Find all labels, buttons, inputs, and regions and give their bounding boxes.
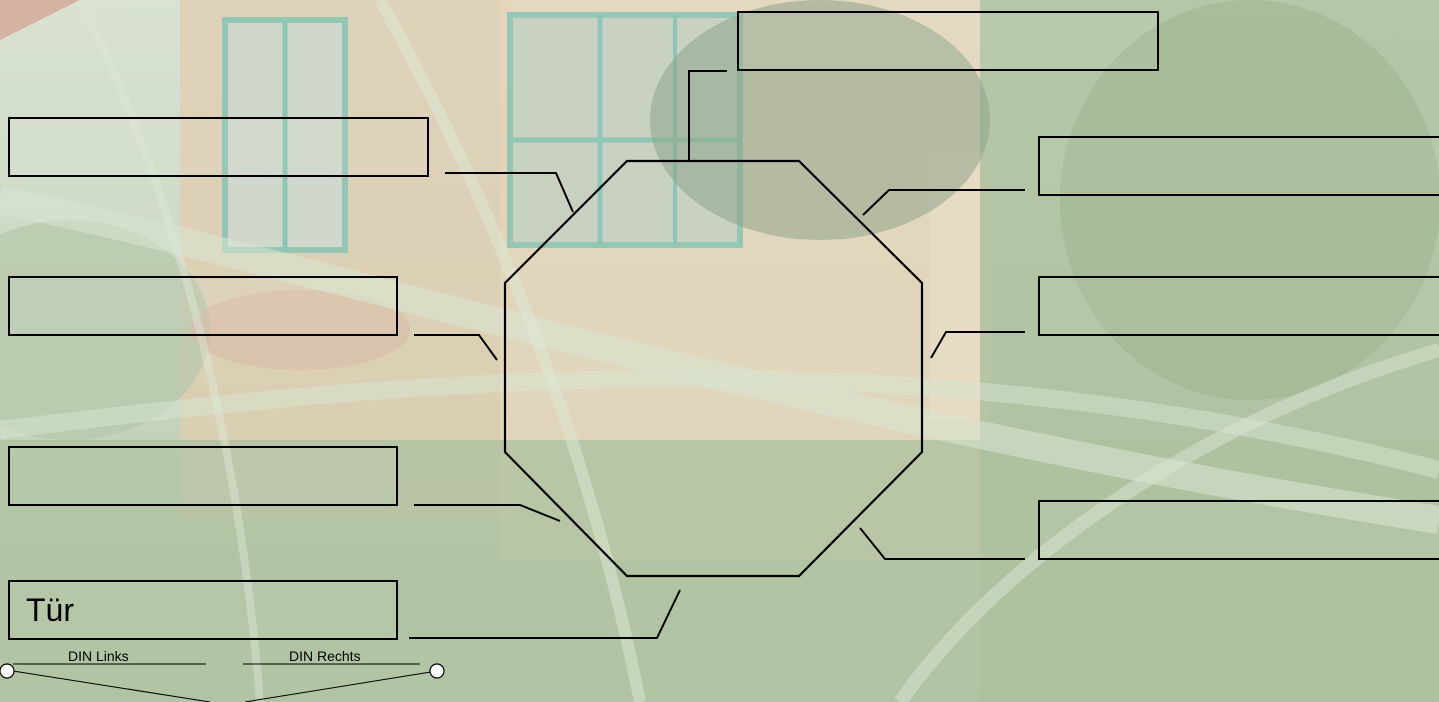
label-box-left-2[interactable] [8,276,398,336]
label-box-left-4-text: Tür [26,594,74,626]
label-box-right-1[interactable] [1038,136,1439,196]
din-rechts-label[interactable]: DIN Rechts [289,648,361,664]
label-box-right-2[interactable] [1038,276,1439,336]
din-links-label[interactable]: DIN Links [68,648,129,664]
label-box-left-3[interactable] [8,446,398,506]
label-box-left-1[interactable] [8,117,429,177]
label-box-right-3[interactable] [1038,500,1439,560]
label-box-left-4[interactable]: Tür [8,580,398,640]
label-box-top-center[interactable] [737,11,1159,71]
